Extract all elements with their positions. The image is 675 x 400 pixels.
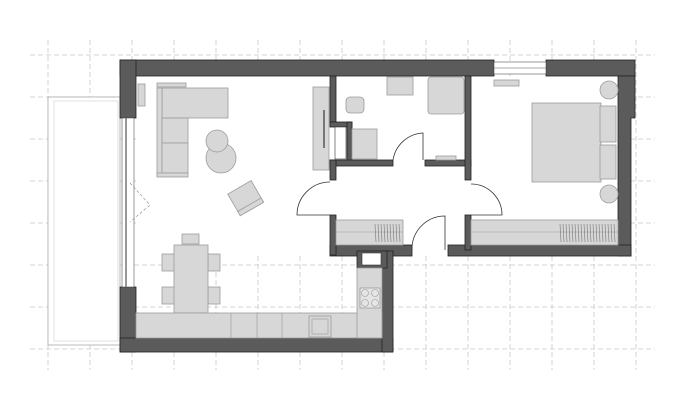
tv-unit-icon [312,86,330,171]
hanger-icon [586,223,589,243]
radiator-icon [435,155,457,161]
hob-icon [359,287,381,309]
hanger-icon [386,223,389,243]
hanger-icon [571,223,574,243]
nightstand-icon [599,80,619,100]
door-icon[interactable] [392,132,424,161]
hanger-icon [583,223,586,243]
hanger-icon [559,223,562,243]
hanger-icon [383,223,386,243]
hanger-icon [613,223,616,243]
sink-icon [308,315,332,338]
hanger-icon [595,223,598,243]
sofa-icon [156,82,229,178]
hanger-icon [568,223,571,243]
kitchen-shaft [361,252,382,266]
shower-icon [427,76,465,115]
hanger-icon [398,223,401,243]
hanger-icon [577,223,580,243]
door-icon[interactable] [411,215,446,251]
washing-machine-icon [351,128,378,160]
hanger-icon [580,223,583,243]
hanger-icon [392,223,395,243]
coffee-table-icon [205,129,237,174]
hanger-icon [574,223,577,243]
hanger-icon [592,223,595,243]
window-icon [121,117,151,288]
shaft [334,126,347,160]
nightstand-icon [599,184,619,204]
door-icon[interactable] [296,181,331,216]
door-icon[interactable] [470,183,503,216]
sink-icon [386,76,414,96]
armchair-icon [227,180,265,217]
radiator-icon [493,79,520,87]
hanger-icon [598,223,601,243]
hanger-icon [374,223,377,243]
balcony [47,96,121,346]
hanger-icon [589,223,592,243]
hanger-icon [610,223,613,243]
toilet-icon [345,96,365,114]
hanger-icon [601,223,604,243]
lamp-icon [137,83,146,107]
hanger-icon [395,223,398,243]
hanger-icon [377,223,380,243]
hanger-icon [565,223,568,243]
window-icon [493,61,547,75]
hanger-icon [607,223,610,243]
wardrobe-icon [470,219,619,246]
wardrobe-icon [335,219,404,246]
bed-icon [531,102,617,183]
dining-table-icon [161,233,221,314]
hanger-icon [380,223,383,243]
hanger-icon [604,223,607,243]
hanger-icon [562,223,565,243]
hanger-icon [389,223,392,243]
